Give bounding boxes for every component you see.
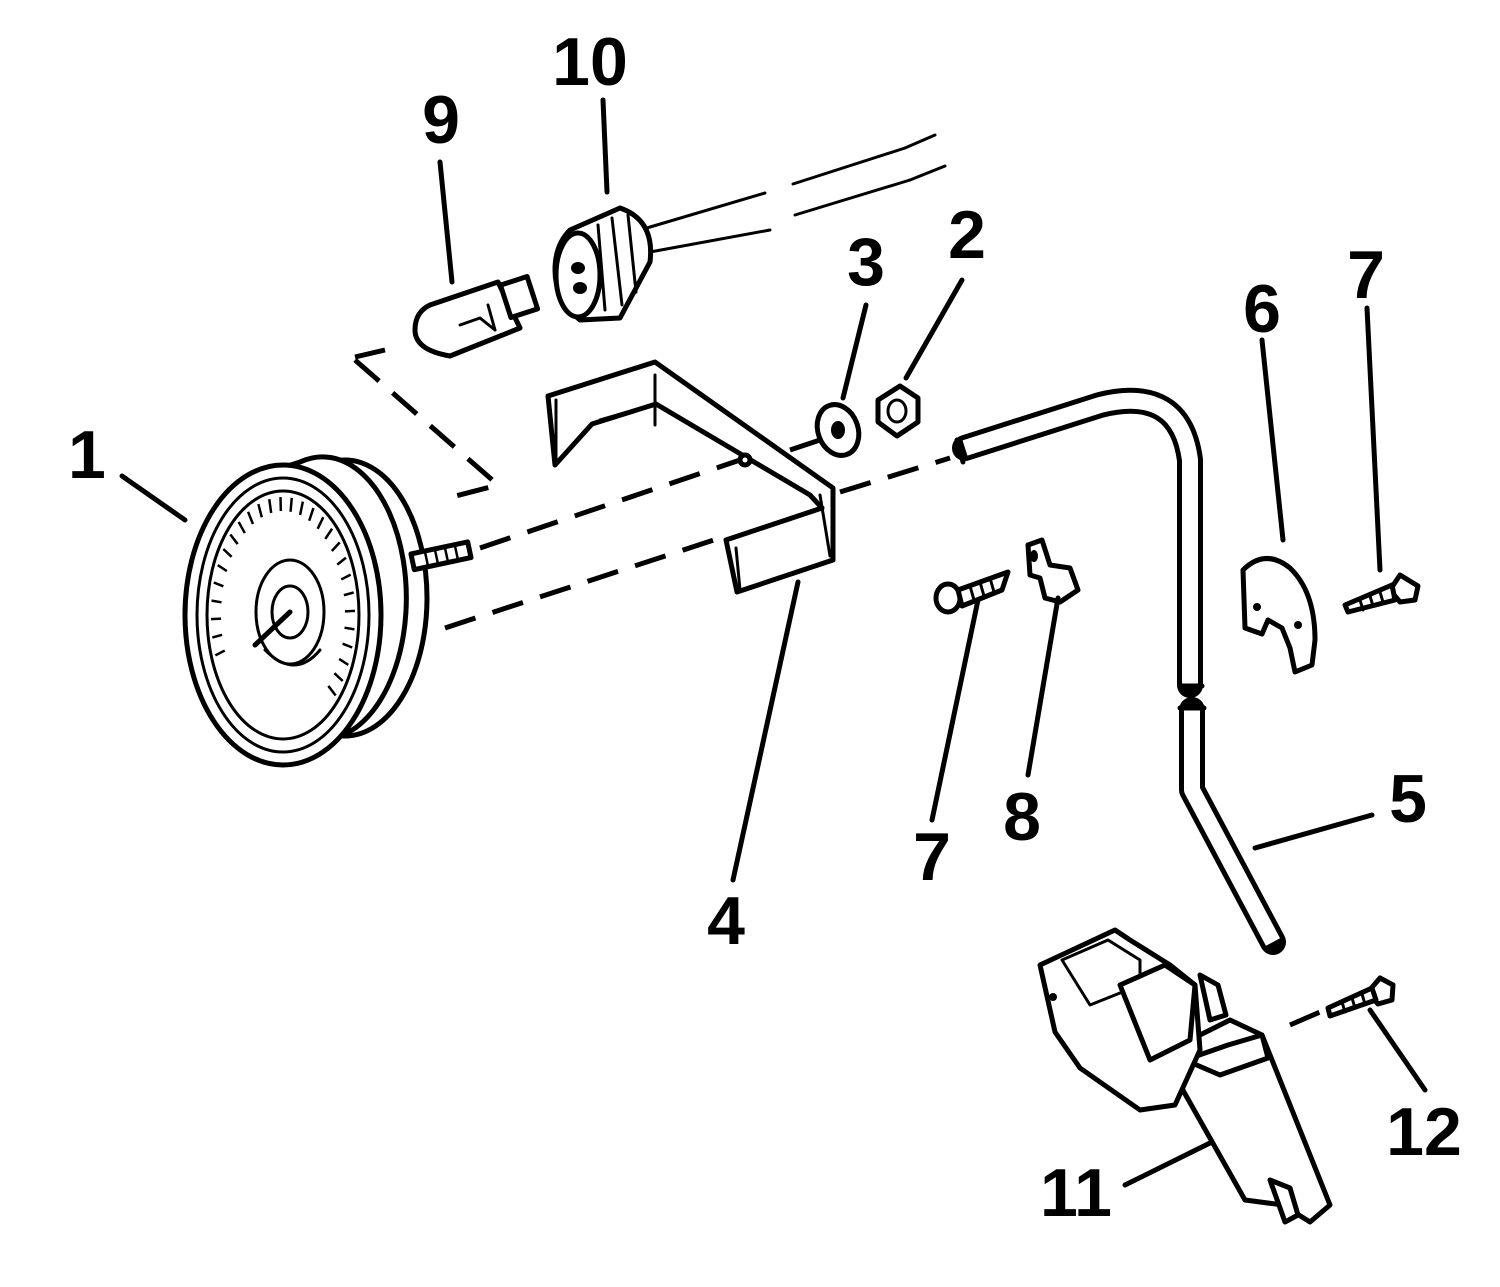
part-screw-c — [1325, 975, 1396, 1019]
part-screw-a — [933, 569, 1011, 615]
callout-2: 2 — [948, 197, 986, 273]
callout-9: 9 — [422, 82, 460, 158]
assembly-lines — [353, 347, 1321, 1028]
callout-7a: 7 — [1347, 237, 1385, 313]
callout-7b: 7 — [913, 819, 951, 895]
part-switch — [1037, 927, 1333, 1225]
callout-5: 5 — [1389, 761, 1427, 837]
part-socket — [552, 133, 947, 323]
callout-1: 1 — [68, 417, 106, 493]
callout-10: 10 — [552, 24, 628, 100]
part-nut — [875, 383, 921, 439]
callout-3: 3 — [847, 224, 885, 300]
callout-labels: 1 2 3 4 5 6 7 7 8 9 10 11 12 — [68, 24, 1462, 1231]
callout-11: 11 — [1040, 1155, 1112, 1231]
part-bulb — [412, 274, 541, 359]
part-screw-b — [1342, 572, 1421, 615]
part-washer — [814, 402, 862, 458]
part-tube — [952, 387, 1286, 955]
callout-12: 12 — [1386, 1094, 1462, 1170]
part-bracket — [545, 359, 836, 595]
callout-4: 4 — [707, 883, 745, 959]
part-clamp — [1025, 537, 1081, 605]
part-gauge — [182, 454, 474, 768]
callout-6: 6 — [1243, 271, 1281, 347]
callout-8: 8 — [1003, 779, 1041, 855]
leader-lines — [119, 97, 1428, 1188]
part-clip — [1240, 556, 1318, 675]
